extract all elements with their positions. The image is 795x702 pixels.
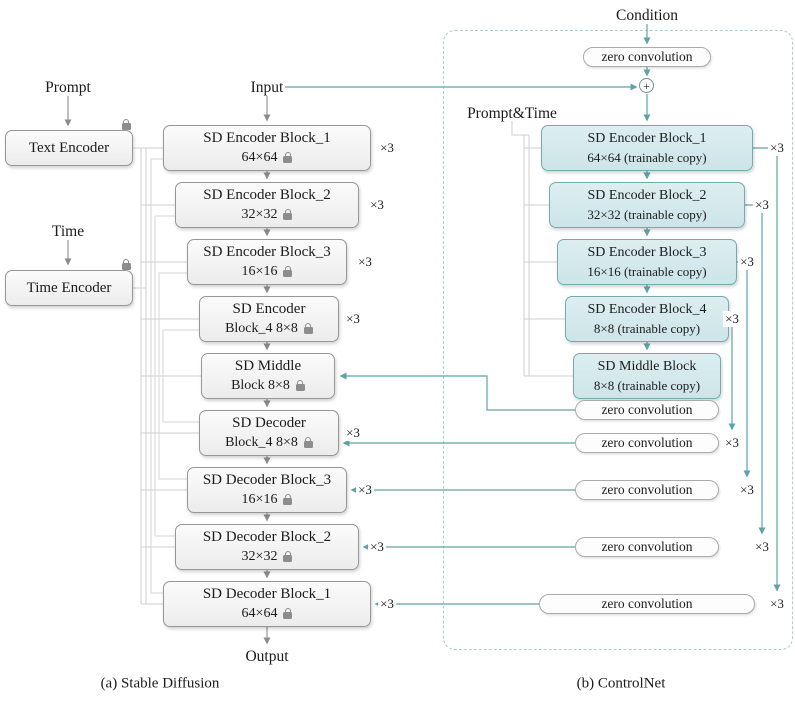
lock-icon [303, 322, 313, 335]
lock-icon [122, 118, 131, 130]
sd-decoder-block-2: SD Decoder Block_2 32×32 [175, 524, 359, 570]
lock-icon [122, 258, 131, 270]
block-title: SD Encoder Block_4 [587, 301, 707, 317]
block-size-label: 32×32 [241, 206, 278, 222]
sd-encoder-block-1: SD Encoder Block_1 64×64 [163, 125, 371, 171]
block-title: Time Encoder [26, 279, 112, 296]
multiplier-x3: ×3 [723, 435, 741, 451]
lock-icon [303, 436, 313, 449]
multiplier-x3: ×3 [738, 482, 756, 498]
prompt-time-bus-left [133, 147, 204, 605]
condition-label: Condition [615, 7, 679, 24]
multiplier-x3: ×3 [768, 596, 786, 612]
block-title: SD Decoder Block_3 [202, 472, 332, 489]
block-title: SD Decoder Block_1 [202, 586, 332, 603]
multiplier-x3: ×3 [768, 140, 786, 156]
caption-controlnet: (b) ControlNet [576, 675, 666, 692]
block-title: SD Encoder Block_3 [587, 244, 707, 260]
trainable-encoder-block-1: SD Encoder Block_1 64×64 (trainable copy… [541, 125, 753, 171]
multiplier-x3: ×3 [368, 197, 386, 213]
multiplier-x3: ×3 [723, 311, 741, 327]
lock-icon [283, 208, 293, 221]
plus-circle-icon: + [639, 78, 654, 93]
output-label: Output [245, 648, 289, 665]
multiplier-x3: ×3 [753, 539, 771, 555]
block-size-label: 8×8 (trainable copy) [593, 377, 701, 393]
text-encoder-block: Text Encoder [5, 118, 133, 166]
time-label: Time [51, 223, 85, 240]
block-size-label: Block 8×8 [231, 377, 290, 393]
lock-icon [283, 265, 293, 278]
multiplier-x3: ×3 [356, 254, 374, 270]
multiplier-x3: ×3 [344, 311, 362, 327]
input-label: Input [250, 79, 284, 96]
block-size-label: 32×32 [241, 548, 278, 564]
zero-convolution-decoder-2: zero convolution [575, 537, 719, 557]
block-size-label: 16×16 [241, 263, 278, 279]
block-title: Text Encoder [28, 139, 110, 156]
sd-encoder-block-3: SD Encoder Block_3 16×16 [187, 239, 347, 285]
prompt-label: Prompt [45, 79, 91, 96]
block-size-label: Block_4 8×8 [225, 434, 298, 450]
zero-convolution-decoder-1: zero convolution [539, 594, 755, 614]
lock-icon [283, 550, 293, 563]
block-title: SD Middle Block [597, 358, 697, 374]
flow-arrows-left [64, 96, 271, 645]
multiplier-x3: ×3 [344, 425, 362, 441]
trainable-encoder-block-4: SD Encoder Block_4 8×8 (trainable copy) [565, 296, 729, 342]
block-title: SD Encoder Block_2 [203, 187, 331, 204]
multiplier-x3: ×3 [356, 482, 374, 498]
block-size-label: 8×8 (trainable copy) [593, 320, 701, 336]
block-size-label: 64×64 [241, 149, 278, 165]
block-title: SD Decoder [232, 415, 306, 432]
zero-convolution-decoder-4: zero convolution [575, 433, 719, 453]
skip-connections-left [150, 158, 199, 594]
block-size-label: 16×16 [241, 491, 278, 507]
trainable-middle-block: SD Middle Block 8×8 (trainable copy) [573, 353, 721, 399]
controlnet-dashed-boundary [443, 30, 793, 650]
lock-icon [283, 607, 293, 620]
multiplier-x3: ×3 [738, 254, 756, 270]
block-title: SD Encoder [232, 301, 306, 318]
block-title: SD Encoder Block_2 [587, 187, 707, 203]
block-size-label: 32×32 (trainable copy) [587, 206, 707, 222]
time-encoder-block: Time Encoder [5, 258, 133, 306]
zero-convolution-middle: zero convolution [575, 400, 719, 420]
prompt-time-label: Prompt&Time [467, 105, 557, 122]
multiplier-x3: ×3 [378, 596, 396, 612]
block-title: SD Encoder Block_1 [203, 130, 331, 147]
block-title: SD Encoder Block_1 [587, 130, 707, 146]
sd-encoder-block-4: SD Encoder Block_4 8×8 [199, 296, 339, 342]
sd-decoder-block-3: SD Decoder Block_3 16×16 [187, 467, 347, 513]
block-title: SD Middle [234, 358, 302, 375]
block-size-label: 64×64 (trainable copy) [587, 149, 707, 165]
multiplier-x3: ×3 [368, 539, 386, 555]
block-size-label: 64×64 [241, 605, 278, 621]
multiplier-x3: ×3 [378, 140, 396, 156]
lock-icon [283, 151, 293, 164]
lock-icon [295, 379, 305, 392]
lock-icon [283, 493, 293, 506]
multiplier-x3: ×3 [753, 197, 771, 213]
block-size-label: 16×16 (trainable copy) [587, 263, 707, 279]
block-title: SD Encoder Block_3 [203, 244, 331, 261]
zero-convolution-condition: zero convolution [583, 47, 711, 67]
sd-middle-block: SD Middle Block 8×8 [201, 353, 335, 399]
sd-encoder-block-2: SD Encoder Block_2 32×32 [175, 182, 359, 228]
trainable-encoder-block-2: SD Encoder Block_2 32×32 (trainable copy… [549, 182, 745, 228]
prompt-time-bus-right [511, 121, 576, 377]
zero-convolution-decoder-3: zero convolution [575, 480, 719, 500]
sd-decoder-block-1: SD Decoder Block_1 64×64 [163, 581, 371, 627]
block-size-label: Block_4 8×8 [225, 320, 298, 336]
caption-stable-diffusion: (a) Stable Diffusion [100, 675, 220, 692]
sd-decoder-block-4: SD Decoder Block_4 8×8 [199, 410, 339, 456]
block-title: SD Decoder Block_2 [202, 529, 332, 546]
trainable-encoder-block-3: SD Encoder Block_3 16×16 (trainable copy… [557, 239, 737, 285]
